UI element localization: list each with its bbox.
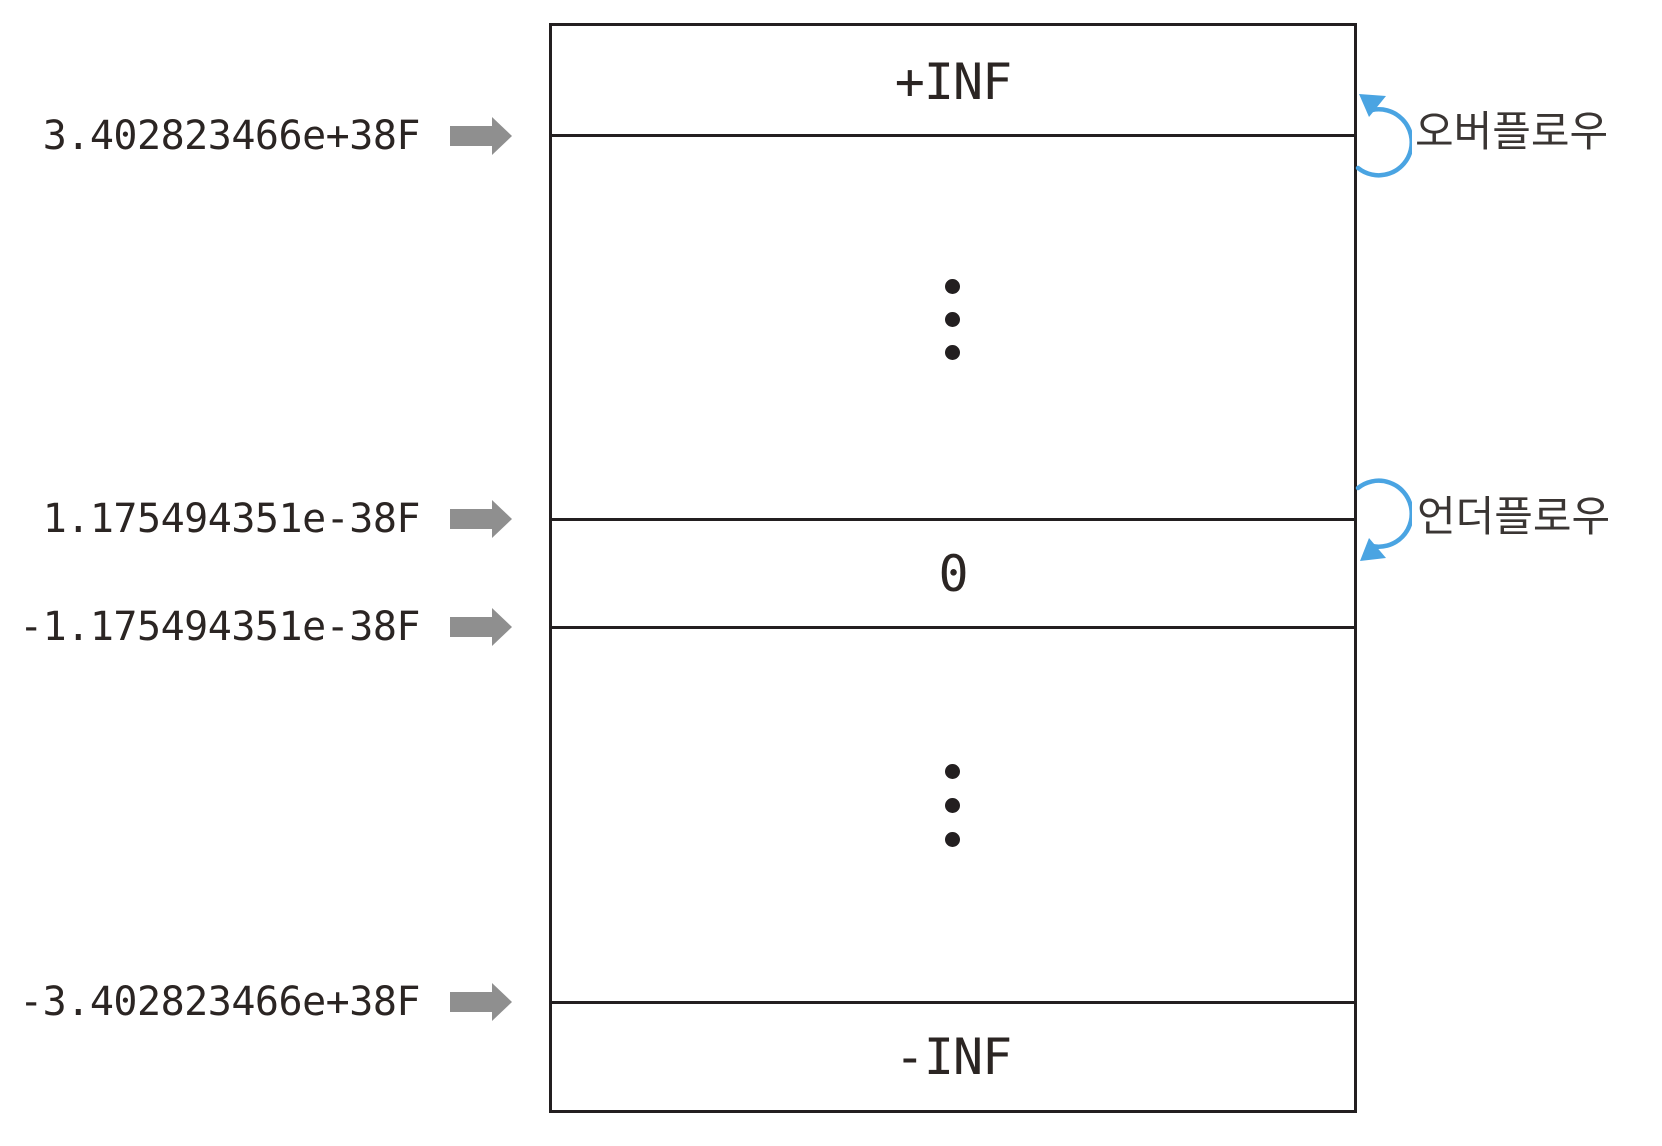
dot-icon [945,832,960,847]
value-label: 1.175494351e-38F [42,496,421,542]
dot-icon [945,279,960,294]
range-box [549,23,1357,1113]
divider-line-positive-max [552,134,1354,137]
value-row-negative-max: -3.402823466e+38F [19,982,512,1022]
dot-icon [945,312,960,327]
right-arrow-icon [450,608,512,646]
right-arrow-icon [450,500,512,538]
divider-line-positive-min [552,518,1354,521]
value-label: -3.402823466e+38F [19,979,420,1025]
divider-line-negative-min [552,626,1354,629]
ellipsis-dots-positive-range [945,279,960,360]
right-arrow-icon [450,983,512,1021]
underflow-wrap-arrow-icon [1355,478,1412,561]
right-arrow-icon [450,117,512,155]
value-row-positive-min: 1.175494351e-38F [43,499,512,539]
band-label-pos-inf: +INF [894,53,1012,111]
divider-line-negative-max [552,1001,1354,1004]
ellipsis-dots-negative-range [945,764,960,847]
value-label: -1.175494351e-38F [19,604,420,650]
band-label-neg-inf: -INF [894,1028,1012,1086]
dot-icon [945,764,960,779]
value-label: 3.402823466e+38F [42,113,421,159]
overflow-wrap-arrow-icon [1355,94,1412,178]
dot-icon [945,798,960,813]
band-label-zero: 0 [938,545,968,603]
value-row-negative-min: -1.175494351e-38F [19,607,512,647]
underflow-label: 언더플로우 [1417,493,1611,540]
value-row-positive-max: 3.402823466e+38F [43,116,512,156]
dot-icon [945,345,960,360]
overflow-label: 오버플로우 [1415,108,1609,155]
